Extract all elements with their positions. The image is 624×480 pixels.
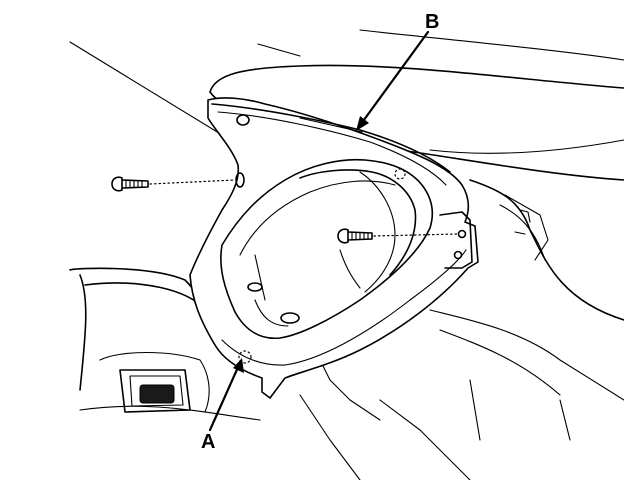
callout-b-arrow	[356, 30, 430, 131]
lower-console	[69, 267, 261, 421]
callout-label-a: A	[201, 431, 215, 453]
callout-a-arrow	[208, 358, 244, 432]
callout-label-b: B	[425, 11, 439, 33]
screw-left	[111, 176, 236, 192]
screw-right	[337, 228, 459, 244]
trim-panel	[189, 97, 479, 399]
